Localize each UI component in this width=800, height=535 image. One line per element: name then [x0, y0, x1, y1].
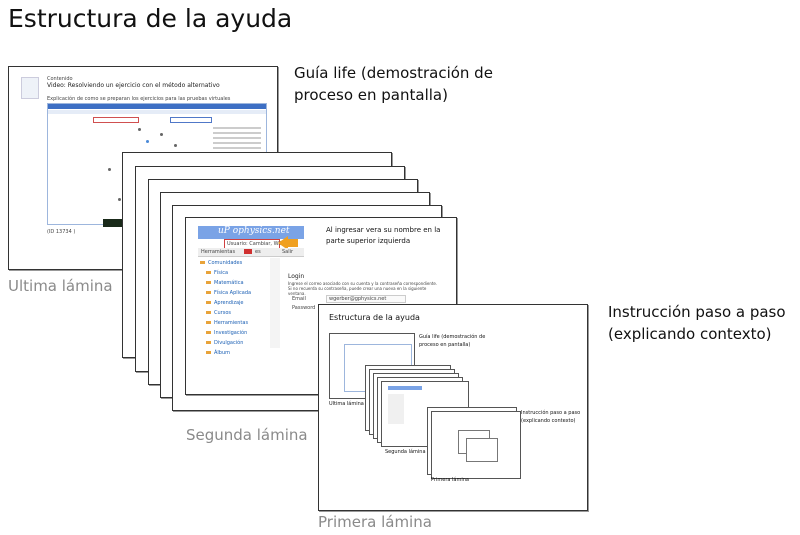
plot-point: [160, 133, 163, 136]
mini-ultima-caption: Ultima lámina: [329, 401, 364, 407]
folder-icon: [206, 331, 211, 334]
nav-item[interactable]: Cursos: [206, 310, 270, 316]
caption-ultima-lamina: Ultima lámina: [8, 277, 113, 295]
mini-primera: [431, 411, 521, 479]
caption-instruccion: Instrucción paso a paso (explicando cont…: [608, 303, 786, 343]
mini-instruccion: Instrucción paso a paso (explicando cont…: [521, 410, 581, 424]
nav-item[interactable]: Aprendizaje: [206, 300, 270, 306]
folder-icon: [206, 271, 211, 274]
nav-panel-bg: [270, 258, 280, 348]
folder-icon: [206, 351, 211, 354]
login-title: Login: [288, 273, 305, 280]
login-text: Ingrese el correo asociado con su cuenta…: [288, 281, 438, 296]
plot-point: [108, 168, 111, 171]
slide-ultima-header: Contenido: [47, 76, 73, 82]
nav-item[interactable]: Investigación: [206, 330, 270, 336]
mini-segunda-caption: Segunda lámina: [385, 449, 426, 455]
arrow-icon: [278, 236, 288, 250]
plot-point: [138, 128, 141, 131]
slide-primera: Estructura de la ayuda Guía life (demost…: [318, 304, 588, 511]
caption-segunda-lamina: Segunda lámina: [186, 426, 308, 444]
site-logo: uP ophysics.net: [198, 226, 304, 239]
login-email-label: Email: [292, 296, 306, 302]
site-nav: Comunidades Física Matemática Física Apl…: [200, 260, 270, 360]
folder-icon: [206, 311, 211, 314]
nav-item[interactable]: Herramientas: [206, 320, 270, 326]
toolbar-lang[interactable]: es: [255, 249, 261, 255]
page-title: Estructura de la ayuda: [8, 4, 293, 33]
login-email-value: wgerber@gphysics.net: [329, 296, 387, 302]
login-password-label: Password: [292, 305, 316, 311]
toolbar-tools[interactable]: Herramientas: [201, 249, 236, 255]
folder-icon: [200, 261, 205, 264]
slide-ultima-video-title: Video: Resolviendo un ejercicio con el m…: [47, 82, 220, 89]
app-titlebar: [48, 104, 266, 109]
mini-guia: Guía life (demostración de proceso en pa…: [419, 334, 486, 348]
login-email-field[interactable]: wgerber@gphysics.net: [326, 295, 406, 303]
app-field-red: [93, 117, 139, 123]
app-field-blue: [170, 117, 212, 123]
plot-point: [146, 140, 149, 143]
caption-guia-life: Guía life (demostración de proceso en pa…: [294, 64, 493, 104]
user-label: Usuario: Cambiar, Willy: [227, 241, 286, 247]
mini-segunda-side: [388, 394, 404, 424]
folder-icon: [206, 281, 211, 284]
nav-item[interactable]: Física: [206, 270, 270, 276]
callout-text: Al ingresar vera su nombre en la parte s…: [326, 226, 441, 245]
slide-ultima-subtitle: Explicación de como se preparan los ejer…: [47, 96, 231, 102]
folder-icon: [206, 341, 211, 344]
toolbar-exit[interactable]: Salir: [282, 249, 294, 255]
folder-icon: [206, 301, 211, 304]
nav-item[interactable]: Divulgación: [206, 340, 270, 346]
app-toolbar: [48, 110, 266, 114]
slide-primera-title: Estructura de la ayuda: [329, 313, 420, 322]
mini-segunda-logo: [388, 386, 422, 390]
nav-item[interactable]: Física Aplicada: [206, 290, 270, 296]
video-thumbnail: [103, 219, 123, 227]
flag-icon: [244, 249, 252, 254]
folder-icon: [206, 321, 211, 324]
nav-item[interactable]: Álbum: [206, 350, 270, 356]
mini-primera-caption: Primera lámina: [431, 477, 469, 483]
site-toolbar: Herramientas es Salir: [198, 248, 304, 257]
slide-ultima-thumb: [21, 77, 39, 99]
folder-icon: [206, 291, 211, 294]
plot-point: [174, 144, 177, 147]
plot-point: [118, 198, 121, 201]
nav-item[interactable]: Comunidades: [200, 260, 270, 266]
arrow-icon-tail: [288, 239, 298, 247]
nav-item[interactable]: Matemática: [206, 280, 270, 286]
slide-ultima-footer-code: (ID 13734 ): [47, 229, 76, 235]
site-logo-text: uP ophysics.net: [218, 226, 290, 236]
caption-primera-lamina: Primera lámina: [318, 513, 432, 531]
mini-primera-inner: [466, 438, 498, 462]
